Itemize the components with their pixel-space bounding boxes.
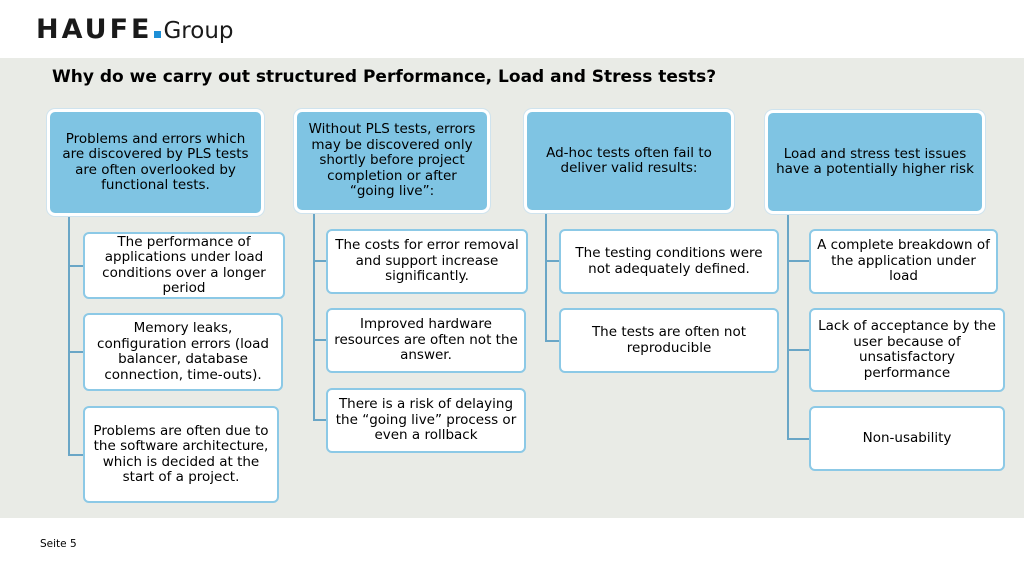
connector-col3-item1 <box>545 260 561 262</box>
logo-mark: HAUFE <box>36 14 153 45</box>
column-1-item-3: Problems are often due to the software a… <box>83 406 279 503</box>
haufe-group-logo: HAUFE Group <box>36 14 234 46</box>
connector-col1-item1 <box>68 265 85 267</box>
column-4-item-1: A complete breakdown of the application … <box>809 229 998 294</box>
column-2-item-2: Improved hardware resources are often no… <box>326 308 526 373</box>
connector-col2-item2 <box>313 339 328 341</box>
column-4-item-3: Non-usability <box>809 406 1005 471</box>
connector-col1-item2 <box>68 351 85 353</box>
logo-dot-icon <box>154 31 162 38</box>
column-2-item-3: There is a risk of delaying the “going l… <box>326 388 526 453</box>
column-1-header: Problems and errors which are discovered… <box>47 109 264 216</box>
connector-col1 <box>68 214 70 456</box>
connector-col2 <box>313 211 315 421</box>
connector-col4-item1 <box>787 260 811 262</box>
column-1-item-1: The performance of applications under lo… <box>83 232 285 299</box>
connector-col4-item2 <box>787 349 811 351</box>
page-number: Seite 5 <box>40 538 77 550</box>
column-3-item-1: The testing conditions were not adequate… <box>559 229 779 294</box>
column-2-item-1: The costs for error removal and support … <box>326 229 528 294</box>
column-3-header: Ad-hoc tests often fail to deliver valid… <box>524 109 734 213</box>
column-4-header: Load and stress test issues have a poten… <box>765 110 985 214</box>
connector-col4 <box>787 212 789 440</box>
connector-col2-item1 <box>313 260 328 262</box>
column-2-header: Without PLS tests, errors may be discove… <box>294 109 490 213</box>
column-4-item-2: Lack of acceptance by the user because o… <box>809 308 1005 392</box>
logo-group-text: Group <box>163 18 234 44</box>
connector-col1-item3 <box>68 454 85 456</box>
connector-col3 <box>545 211 547 342</box>
slide-title: Why do we carry out structured Performan… <box>52 67 717 87</box>
connector-col2-item3 <box>313 419 328 421</box>
column-1-item-2: Memory leaks, configuration errors (load… <box>83 313 283 391</box>
connector-col4-item3 <box>787 438 811 440</box>
connector-col3-item2 <box>545 340 561 342</box>
column-3-item-2: The tests are often not reproducible <box>559 308 779 373</box>
